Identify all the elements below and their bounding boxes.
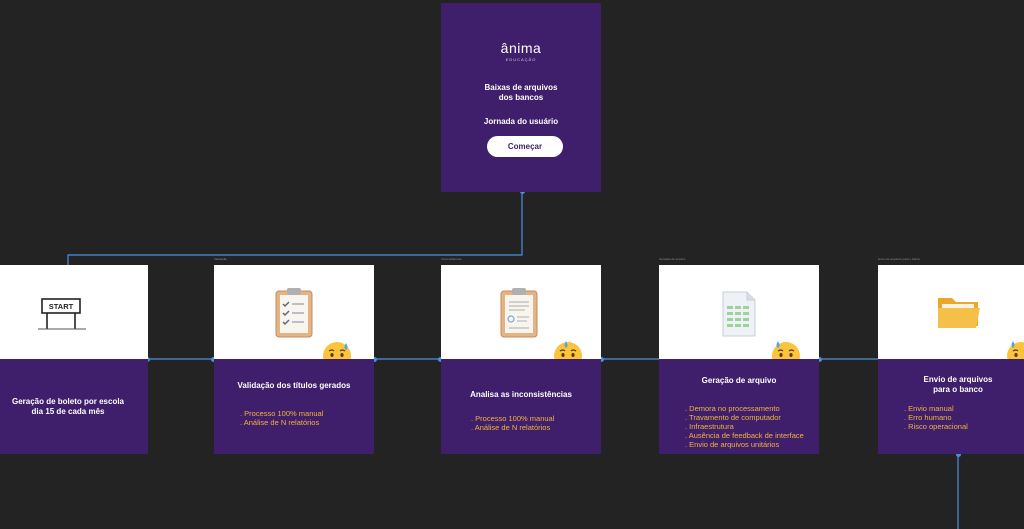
pain-point: . Infraestrutura xyxy=(685,422,734,431)
start-button[interactable]: Começar xyxy=(487,136,563,157)
step-info-area: Analisa as inconsistências . Processo 10… xyxy=(441,359,601,454)
step-title: Envio de arquivos para o banco xyxy=(923,375,993,394)
step-illustration-area xyxy=(214,265,374,359)
clipboard-report-icon xyxy=(500,288,538,338)
journey-title: Baixas de arquivos dos bancos xyxy=(484,83,558,102)
step-title: Validação dos títulos gerados xyxy=(237,381,351,390)
folder-icon xyxy=(938,298,980,328)
pain-point: . Análise de N relatórios xyxy=(240,418,320,427)
pain-point-list: . Demora no processamento . Travamento d… xyxy=(685,404,804,449)
step-caption: Geração de arquivo xyxy=(659,257,686,261)
step-card-generate-file: Geração de arquivo Geração de arquivo xyxy=(659,257,819,454)
step-title: Analisa as inconsistências xyxy=(470,390,572,399)
brand-logo: ânima xyxy=(500,40,542,56)
step-info-area: Envio de arquivos para o banco . Envio m… xyxy=(878,359,1024,454)
pain-point-list: . Processo 100% manual . Análise de N re… xyxy=(240,409,323,427)
step-caption: Validação xyxy=(214,257,227,261)
pain-point: . Ausência de feedback de interface xyxy=(685,431,804,440)
connector-node xyxy=(817,357,822,362)
clipboard-checklist-icon xyxy=(275,288,313,338)
pain-point: . Processo 100% manual xyxy=(240,409,324,418)
step-title: Geração de boleto por escola dia 15 de c… xyxy=(11,397,125,416)
connector-node xyxy=(956,452,961,457)
spreadsheet-document-icon xyxy=(722,291,756,337)
connector-node xyxy=(372,357,377,362)
connector-node xyxy=(438,357,443,362)
connector-start-to-flow xyxy=(67,192,523,265)
pain-point: . Processo 100% manual xyxy=(471,414,555,423)
step-illustration-area: START xyxy=(0,265,148,359)
pain-point: . Travamento de computador xyxy=(685,413,781,422)
pain-point: . Análise de N relatórios xyxy=(471,423,551,432)
step-card-generate-boleto: START Geração de boleto por escola dia 1… xyxy=(0,265,148,454)
pain-point: . Demora no processamento xyxy=(685,404,780,413)
step-illustration-area xyxy=(441,265,601,359)
step-illustration-area xyxy=(659,265,819,359)
pain-point-list: . Processo 100% manual . Análise de N re… xyxy=(471,414,554,432)
connector-node xyxy=(211,357,216,362)
step-info-area: Validação dos títulos gerados . Processo… xyxy=(214,359,374,454)
step-info-area: Geração de boleto por escola dia 15 de c… xyxy=(0,359,148,454)
brand-subtitle: EDUCAÇÃO xyxy=(505,57,537,62)
start-card: ânima EDUCAÇÃO Baixas de arquivos dos ba… xyxy=(441,3,601,192)
pain-point: . Envio de arquivos unitários xyxy=(685,440,780,449)
step-card-analyze-inconsistencies: Inconsistências Analisa as inconsistênci… xyxy=(441,257,601,454)
step-card-send-files-to-bank: Envio de arquivos para o banco Envio de … xyxy=(878,257,1024,454)
pain-point: . Risco operacional xyxy=(904,422,968,431)
pain-point: . Erro humano xyxy=(904,413,952,422)
pain-point-list: . Envio manual . Erro humano . Risco ope… xyxy=(904,404,968,431)
pain-point: . Envio manual xyxy=(904,404,954,413)
start-sign-icon: START xyxy=(38,298,86,330)
step-info-area: Geração de arquivo . Demora no processam… xyxy=(659,359,819,454)
journey-subtitle: Jornada do usuário xyxy=(483,117,559,126)
connector-node xyxy=(599,357,604,362)
step-card-validate-titles: Validação Validação dos títulos gerados … xyxy=(214,257,374,454)
step-caption: Envio de arquivos para o banco xyxy=(878,257,921,261)
step-title: Geração de arquivo xyxy=(701,376,777,385)
step-caption: Inconsistências xyxy=(441,257,462,261)
step-illustration-area xyxy=(878,265,1024,359)
start-sign-label: START xyxy=(49,302,74,311)
